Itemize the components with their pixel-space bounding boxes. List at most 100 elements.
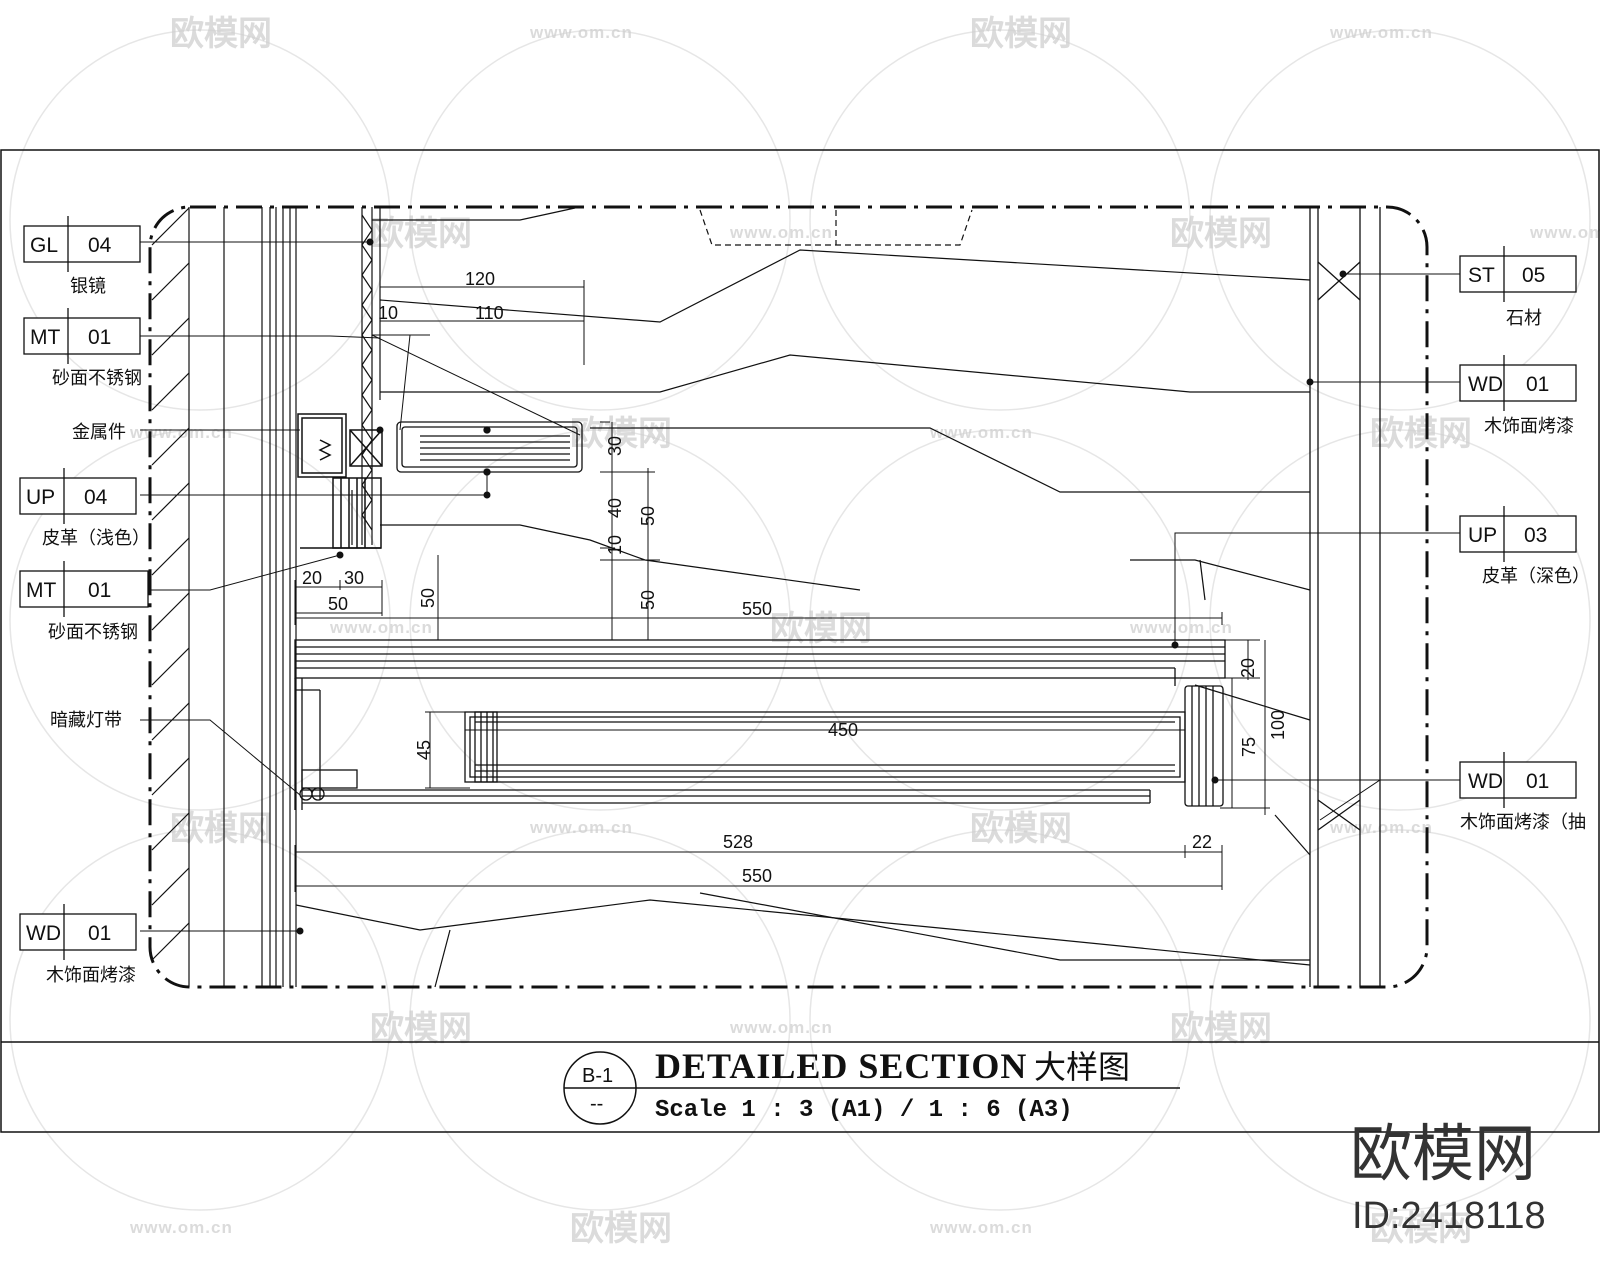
watermark-url: www.om.cn <box>1529 223 1600 242</box>
tag-label: 砂面不锈钢 <box>52 368 142 389</box>
dim-528: 528 <box>723 832 753 852</box>
drawing-title: DETAILED SECTION <box>655 1046 1027 1086</box>
dim-450: 450 <box>828 720 858 740</box>
watermark-logo: 欧模网 <box>170 809 272 849</box>
note-metal-part: 金属件 <box>72 422 126 443</box>
dim-10: 10 <box>605 535 625 555</box>
leader-dots <box>296 238 1347 935</box>
watermark-logo: 欧模网 <box>370 214 472 254</box>
note-hidden-light: 暗藏灯带 <box>50 710 122 731</box>
dimension-texts: 120 110 10 30 40 50 10 50 20 30 50 50 55… <box>302 269 1288 886</box>
watermark-url: www.om.cn <box>929 1218 1033 1237</box>
tag-number: 01 <box>88 326 111 349</box>
watermark-url: www.om.cn <box>1129 618 1233 637</box>
material-tag-up-03: UP 03 皮革（深色） <box>1459 506 1590 587</box>
material-tag-wd-01-r2: WD 01 木饰面烤漆（抽 <box>1459 752 1586 833</box>
tag-number: 03 <box>1524 524 1547 547</box>
tag-code: UP <box>1468 524 1497 547</box>
watermark-logo: 欧模网 <box>1170 214 1272 254</box>
sheet-frame <box>0 149 1600 1133</box>
watermark-logo: 欧模网 <box>570 1209 672 1249</box>
drawing-title-cn: 大样图 <box>1034 1048 1130 1086</box>
tag-label: 木饰面烤漆（抽 <box>1460 812 1586 833</box>
tag-number: 01 <box>88 922 111 945</box>
tag-number: 01 <box>1526 373 1549 396</box>
shelf-assembly <box>294 639 1226 810</box>
tag-code: UP <box>26 486 55 509</box>
dim-75: 75 <box>1239 737 1259 757</box>
tag-code: ST <box>1468 264 1495 287</box>
material-tag-wd-01: WD 01 木饰面烤漆 <box>19 904 137 986</box>
upper-bar <box>396 421 583 476</box>
dim-110: 110 <box>475 303 504 323</box>
watermark-logo: 欧模网 <box>1170 1009 1272 1049</box>
watermark-url: www.om.cn <box>1329 818 1433 837</box>
tag-label: 皮革（深色） <box>1482 566 1590 587</box>
watermark-url: www.om.cn <box>529 818 633 837</box>
reference-sheet: -- <box>590 1093 603 1115</box>
watermark-url: www.om.cn <box>729 1018 833 1037</box>
dim-550: 550 <box>742 866 772 886</box>
dim-50: 50 <box>328 594 348 614</box>
tag-number: 05 <box>1522 264 1545 287</box>
reference-code: B-1 <box>582 1065 613 1087</box>
watermark-url: www.om.cn <box>729 223 833 242</box>
tag-label: 木饰面烤漆 <box>1484 416 1574 437</box>
material-tag-gl-04: GL 04 银镜 <box>23 216 141 297</box>
watermark-url: www.om.cn <box>1329 23 1433 42</box>
tag-label: 砂面不锈钢 <box>48 622 138 643</box>
watermark-logo: 欧模网 <box>1370 414 1472 454</box>
watermark-brand: 欧模网 <box>1350 1117 1536 1190</box>
dim-45: 45 <box>414 740 434 760</box>
dim-10: 10 <box>378 303 398 323</box>
tag-label: 银镜 <box>70 276 106 297</box>
watermark-url: www.om.cn <box>529 23 633 42</box>
dim-20: 20 <box>1238 658 1258 678</box>
watermark-url: www.om.cn <box>929 423 1033 442</box>
material-tag-mt-01-b: MT 01 砂面不锈钢 <box>19 561 149 643</box>
dim-550: 550 <box>742 599 772 619</box>
title-block: B-1 -- DETAILED SECTION 大样图 Scale 1 : 3 … <box>563 1046 1180 1125</box>
tag-label: 木饰面烤漆 <box>46 965 136 986</box>
material-tag-st-05: ST 05 石材 <box>1459 246 1577 329</box>
tag-label: 皮革（浅色） <box>42 528 150 549</box>
tag-code: WD <box>26 922 61 945</box>
tag-number: 04 <box>84 486 108 509</box>
watermark-id: ID:2418118 <box>1352 1195 1546 1237</box>
tag-number: 01 <box>1526 770 1549 793</box>
dim-50: 50 <box>638 506 658 526</box>
break-lines <box>295 207 1311 988</box>
dim-40: 40 <box>605 498 625 518</box>
dim-30: 30 <box>605 436 625 456</box>
tag-number: 01 <box>88 579 111 602</box>
tag-code: MT <box>26 579 56 602</box>
drawing-scale: Scale 1 : 3 (A1) / 1 : 6 (A3) <box>655 1097 1073 1124</box>
tag-number: 04 <box>88 234 112 257</box>
watermark-logo: 欧模网 <box>1370 1209 1472 1249</box>
tag-code: WD <box>1468 373 1503 396</box>
mirror-strip <box>351 207 381 545</box>
dim-120: 120 <box>465 269 495 289</box>
right-wall <box>1309 207 1381 987</box>
watermark-logo: 欧模网 <box>770 609 872 649</box>
dim-22: 22 <box>1192 832 1212 852</box>
watermark-logo: 欧模网 <box>170 14 272 54</box>
watermark-logo: 欧模网 <box>370 1009 472 1049</box>
material-tag-up-04: UP 04 皮革（浅色） <box>19 468 150 549</box>
dim-20: 20 <box>302 568 322 588</box>
watermark-url: www.om.cn <box>329 618 433 637</box>
dim-30: 30 <box>344 568 364 588</box>
watermark-logo: 欧模网 <box>970 14 1072 54</box>
watermark-url: www.om.cn <box>129 1218 233 1237</box>
watermark-logo: 欧模网 <box>970 809 1072 849</box>
detail-boundary <box>148 205 1429 989</box>
metal-fitting <box>297 413 383 549</box>
left-wall <box>151 207 297 987</box>
tag-code: WD <box>1468 770 1503 793</box>
watermark-layer: 欧模网 欧模网 www.om.cn www.om.cn 欧模网 欧模网 www.… <box>9 14 1600 1249</box>
dimension-lines <box>294 280 1270 892</box>
tag-code: GL <box>30 234 58 257</box>
tag-code: MT <box>30 326 60 349</box>
tag-label: 石材 <box>1506 308 1542 329</box>
